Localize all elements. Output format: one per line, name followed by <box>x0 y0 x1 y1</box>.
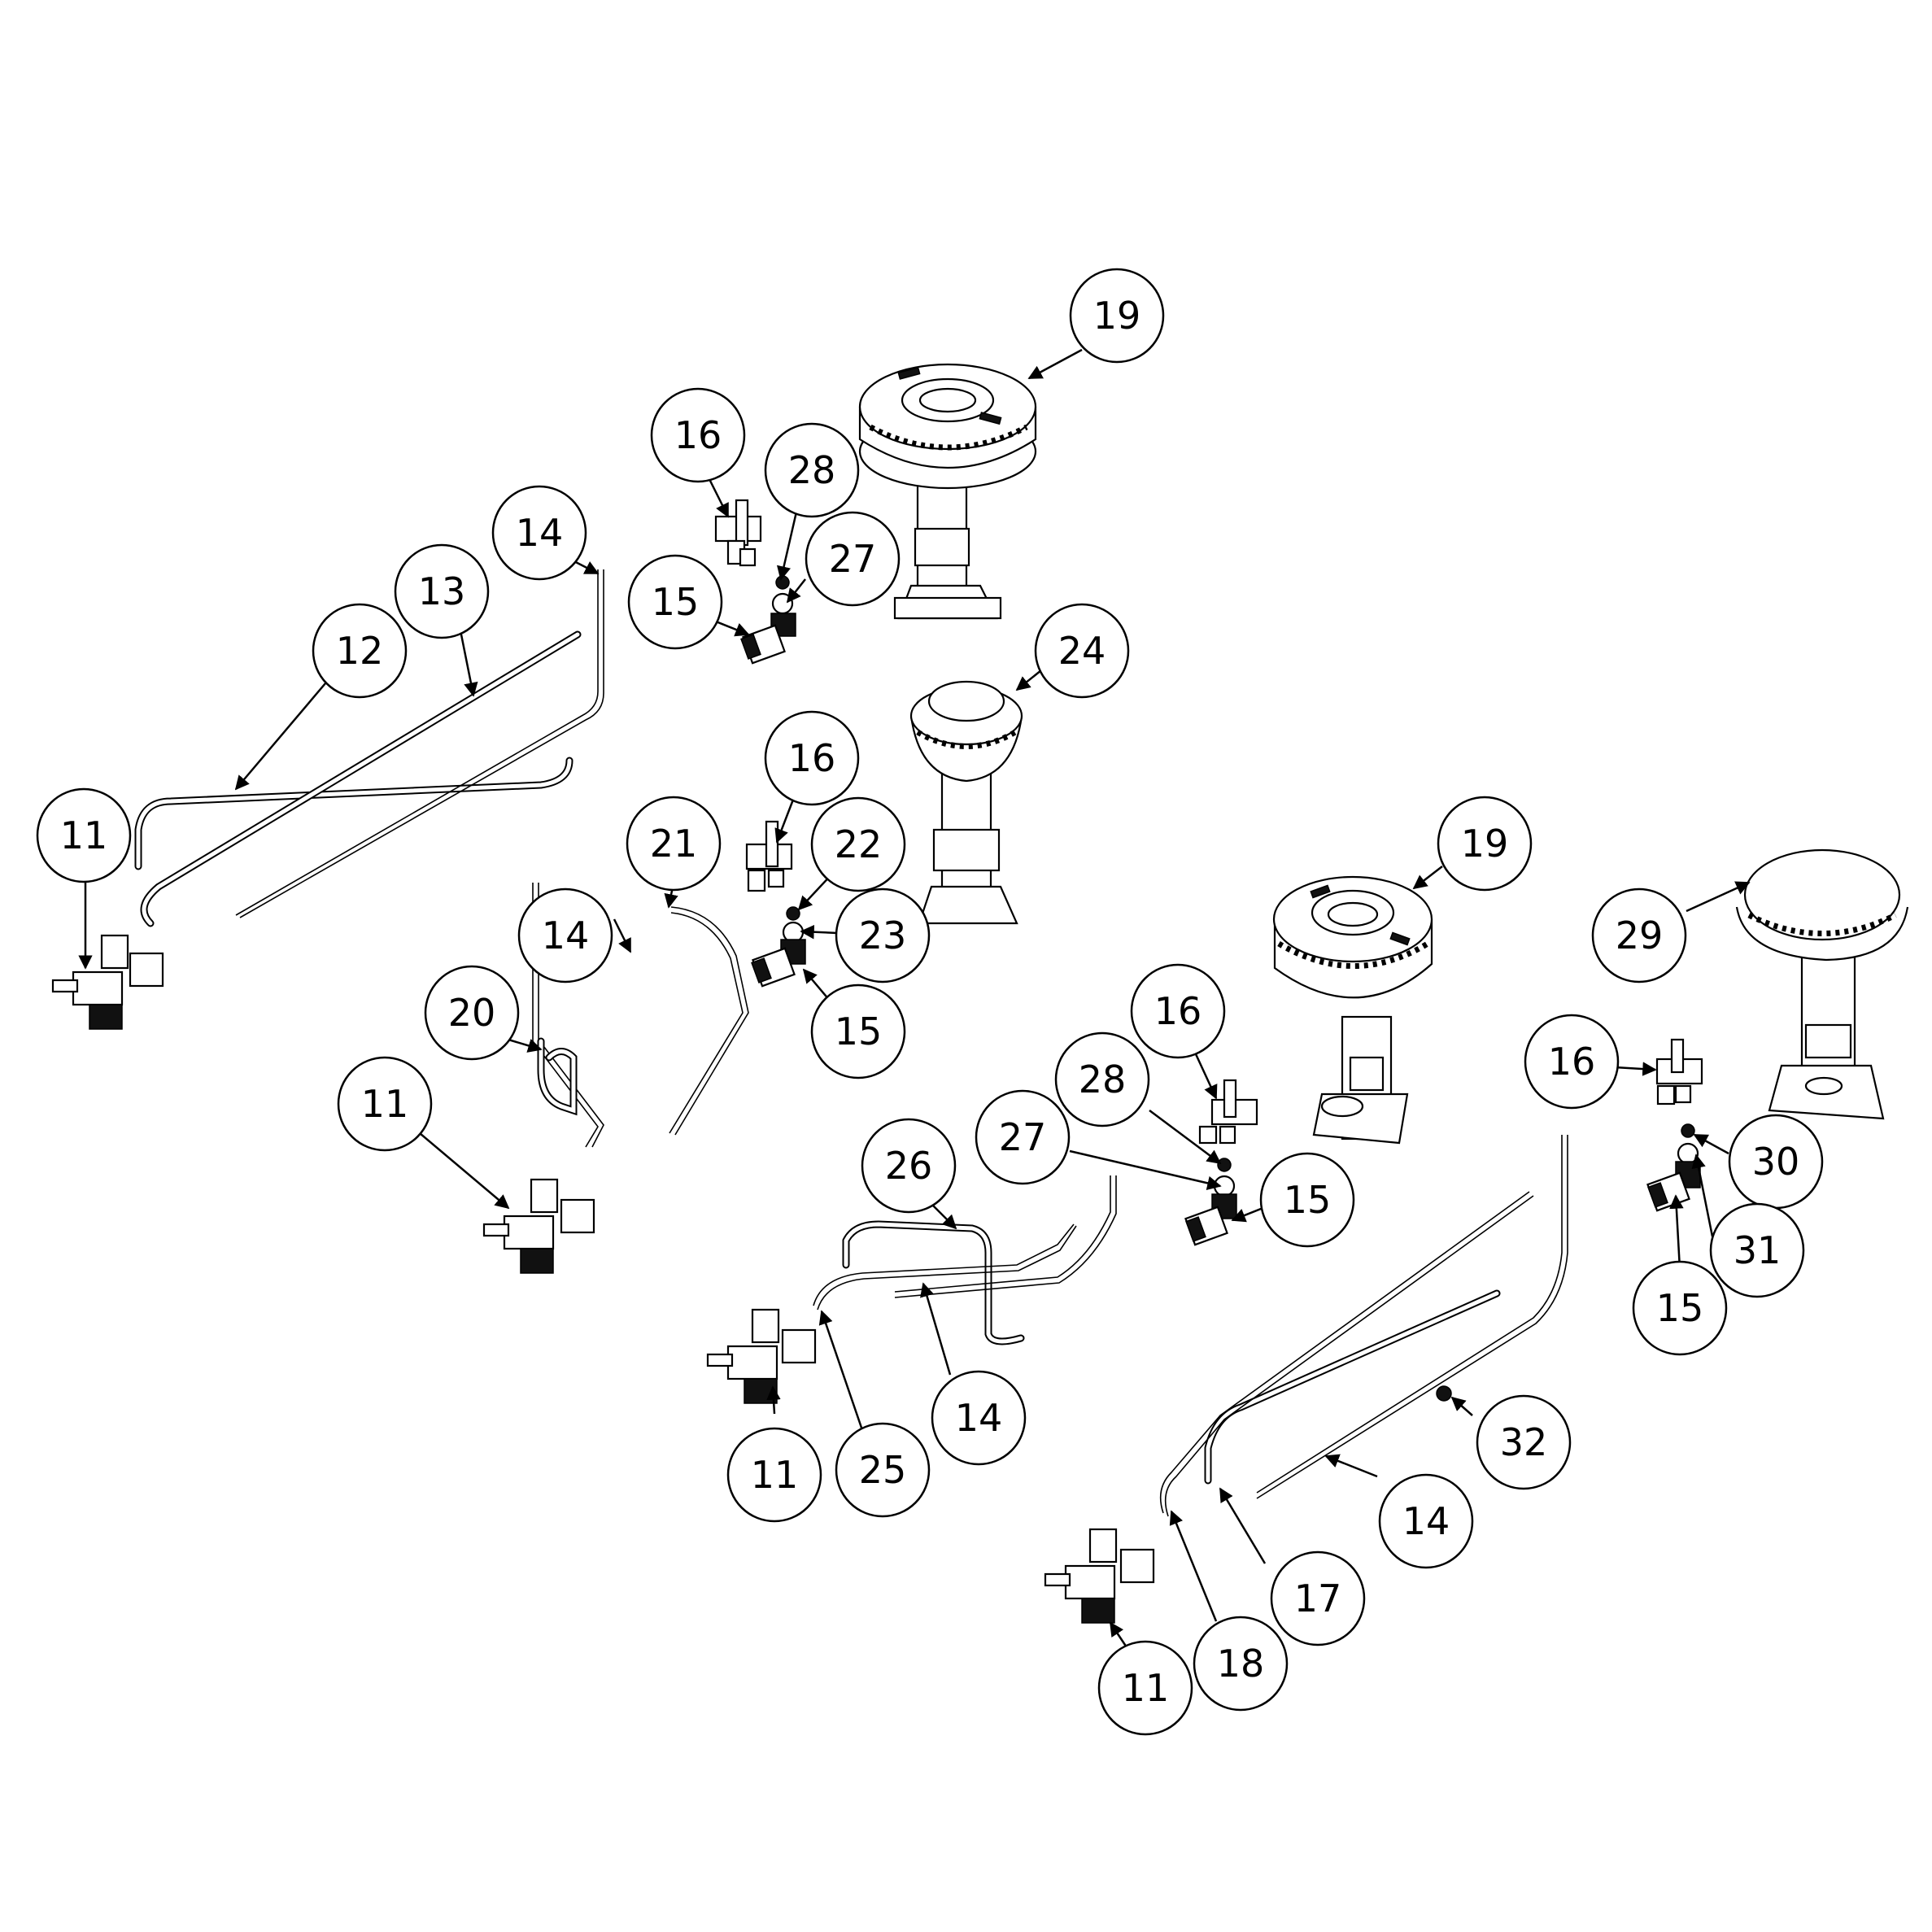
tubing <box>134 569 1568 1517</box>
callout-label: 21 <box>650 822 698 866</box>
callout-label: 16 <box>1548 1040 1596 1084</box>
callout-label: 15 <box>1284 1178 1332 1222</box>
callout: 27 <box>975 1089 1071 1185</box>
callout: 32 <box>1476 1394 1572 1490</box>
callout: 14 <box>491 485 587 581</box>
callout-label: 28 <box>1079 1058 1127 1101</box>
callout: 29 <box>1591 887 1687 983</box>
pilot-assembly-1 <box>714 499 762 567</box>
callout-label: 14 <box>1402 1499 1450 1543</box>
callout: 27 <box>805 511 901 607</box>
callout: 16 <box>650 387 746 483</box>
callout-label: 25 <box>859 1448 907 1492</box>
callout-label: 28 <box>788 448 836 492</box>
callout: 13 <box>394 543 490 639</box>
callout-label: 15 <box>835 1010 883 1053</box>
callout: 11 <box>1097 1640 1193 1736</box>
callout-label: 12 <box>336 629 384 673</box>
callout-label: 11 <box>1122 1666 1170 1710</box>
callout-label: 19 <box>1461 822 1509 866</box>
ring-burner-top <box>858 363 1037 620</box>
callout: 28 <box>1054 1031 1150 1127</box>
callout-label: 24 <box>1058 629 1106 673</box>
valve-2 <box>482 1178 595 1274</box>
callout-label: 20 <box>448 991 496 1035</box>
callout: 26 <box>861 1118 957 1214</box>
callout-label: 27 <box>829 537 877 581</box>
callout: 21 <box>626 796 722 892</box>
callout-label: 23 <box>859 914 907 957</box>
callout-label: 18 <box>1217 1642 1265 1686</box>
pilot-assembly-3 <box>1198 1079 1258 1145</box>
callout: 19 <box>1437 796 1533 892</box>
callout: 24 <box>1034 603 1130 699</box>
callout-label: 16 <box>1154 989 1202 1033</box>
callout-label: 16 <box>674 413 722 457</box>
pilot-assembly-2 <box>745 820 793 892</box>
callout: 12 <box>312 603 408 699</box>
callout: 15 <box>1259 1152 1355 1248</box>
callout-label: 13 <box>418 569 466 613</box>
callout: 18 <box>1193 1616 1289 1712</box>
valve-1 <box>51 934 164 1030</box>
callout-label: 22 <box>835 822 883 866</box>
callout: 14 <box>1378 1473 1474 1569</box>
callout-label: 19 <box>1093 294 1141 338</box>
callout-label: 14 <box>955 1396 1003 1440</box>
callout-label: 32 <box>1500 1420 1548 1464</box>
callout: 16 <box>764 710 860 806</box>
callout-label: 31 <box>1734 1228 1782 1272</box>
callout: 15 <box>627 554 723 650</box>
callout: 30 <box>1728 1114 1824 1210</box>
callout: 31 <box>1709 1202 1805 1298</box>
callout: 16 <box>1524 1014 1620 1110</box>
cylinder-burner-middle <box>909 680 1023 925</box>
callout-label: 16 <box>788 736 836 780</box>
callout: 11 <box>36 787 132 883</box>
callout: 14 <box>517 887 613 983</box>
callout-label: 29 <box>1616 914 1664 957</box>
valve-4 <box>1044 1528 1155 1624</box>
callout-label: 30 <box>1752 1140 1800 1184</box>
callout: 15 <box>810 983 906 1079</box>
callout-label: 27 <box>999 1115 1047 1159</box>
ring-burner-lower <box>1272 875 1433 1145</box>
pilot-assembly-4 <box>1655 1038 1703 1106</box>
callout-label: 11 <box>361 1082 409 1126</box>
callout: 25 <box>835 1422 931 1518</box>
callout: 16 <box>1130 963 1226 1059</box>
callout: 22 <box>810 796 906 892</box>
callout: 23 <box>835 887 931 983</box>
callout-label: 17 <box>1294 1577 1342 1620</box>
valve-3 <box>706 1308 817 1404</box>
callout: 19 <box>1069 268 1165 364</box>
callout-label: 11 <box>60 813 108 857</box>
callout: 28 <box>764 422 860 518</box>
callout: 20 <box>424 965 520 1061</box>
callout: 11 <box>726 1427 822 1523</box>
callout-label: 14 <box>516 511 564 555</box>
callout: 17 <box>1270 1550 1366 1646</box>
callout-label: 15 <box>1656 1286 1704 1330</box>
callout-label: 14 <box>542 914 590 957</box>
callout: 14 <box>931 1370 1027 1466</box>
callout-label: 11 <box>751 1453 799 1497</box>
cylinder-burner-right <box>1735 848 1909 1120</box>
callout-label: 26 <box>885 1144 933 1188</box>
callout: 15 <box>1632 1260 1728 1356</box>
callout-label: 15 <box>652 580 700 624</box>
callout: 11 <box>337 1056 433 1152</box>
